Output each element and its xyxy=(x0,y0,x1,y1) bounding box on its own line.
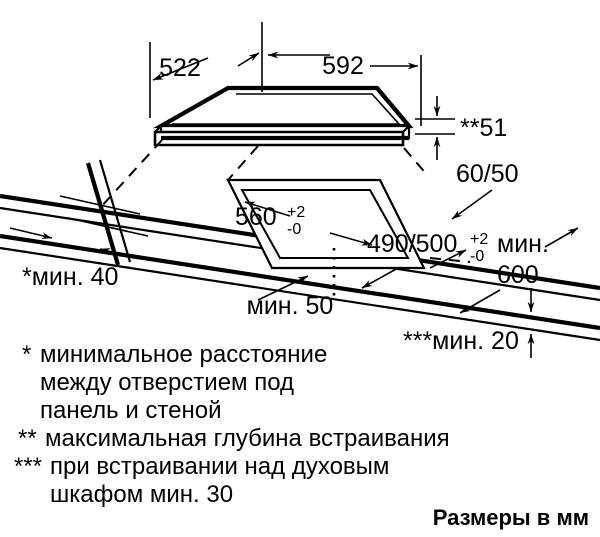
footnote-1-line-2: между отверстием под xyxy=(40,369,294,396)
cooktop-body xyxy=(153,85,414,147)
dim-line-490-up xyxy=(429,249,467,269)
leader-min-50 xyxy=(257,275,309,301)
dimension-min-40: *мин. 40 xyxy=(9,159,149,291)
label-min-50: мин. 50 xyxy=(247,292,334,320)
dim-line-522-b xyxy=(237,52,260,67)
footnote-3-marker: *** xyxy=(14,453,42,480)
dim-label-592: 592 xyxy=(322,52,364,80)
footnotes-block: * минимальное расстояние между отверстие… xyxy=(14,341,450,508)
label-min-20: ***мин. 20 xyxy=(403,327,519,355)
dimension-592: 592 xyxy=(267,51,422,126)
footnote-1-line-3: панель и стеной xyxy=(40,397,221,424)
arrow-40-right xyxy=(99,248,137,259)
dim-line-560-right xyxy=(329,232,373,246)
dim-label-51: **51 xyxy=(460,114,507,142)
footnote-2-line-1: максимальная глубина встраивания xyxy=(45,425,450,452)
dimension-51: **51 xyxy=(415,96,507,160)
projection-left-2 xyxy=(227,145,259,181)
arrow-40-left xyxy=(9,227,53,239)
cooktop-right-corner xyxy=(402,125,410,133)
units-note: Размеры в мм xyxy=(433,505,589,530)
leader-min600-down xyxy=(459,289,501,314)
leader-min600-up xyxy=(544,227,579,248)
label-min-600-word: мин. xyxy=(497,230,549,258)
dimension-min-20: ***мин. 20 xyxy=(403,288,535,358)
dimension-min-50: мин. 50 xyxy=(247,248,336,320)
footnote-3-line-1: при встраивании над духовым xyxy=(50,453,389,480)
dim-line-560-left xyxy=(244,201,291,217)
dimension-60-50: 60/50 xyxy=(451,160,519,220)
dimension-min-600: мин. 600 xyxy=(459,227,579,314)
dim-tol-560-upper: +2 xyxy=(287,204,305,221)
cooktop-right-edge-heavy xyxy=(375,86,411,128)
dim-label-522: 522 xyxy=(159,54,201,82)
dim-tol-490-upper: +2 xyxy=(470,231,488,248)
cooktop-left-corner xyxy=(154,125,162,133)
leader-60-50 xyxy=(451,189,493,220)
projection-left xyxy=(99,139,163,209)
footnote-1-line-1: минимальное расстояние xyxy=(40,341,327,368)
dim-tol-490-lower: -0 xyxy=(470,248,484,265)
footnote-3-line-2: шкафом мин. 30 xyxy=(50,481,233,508)
dimension-560: 560 +2 -0 xyxy=(235,201,373,246)
projection-right xyxy=(403,147,429,177)
dim-label-560: 560 xyxy=(235,203,277,231)
wall-plane-edge xyxy=(85,162,121,266)
footnote-1-marker: * xyxy=(22,341,31,368)
worktop-front-face-bottom xyxy=(0,246,600,342)
footnote-2-marker: ** xyxy=(18,425,37,452)
dimension-522: 522 xyxy=(149,22,263,118)
dim-tol-560-lower: -0 xyxy=(287,221,301,238)
dimension-490-500: 490/500 +2 -0 xyxy=(361,230,488,289)
projection-right-lower xyxy=(429,257,471,263)
label-min-40: *мин. 40 xyxy=(22,263,118,291)
cooktop-bevel-line xyxy=(172,93,401,125)
dim-label-60-50: 60/50 xyxy=(456,160,519,188)
label-min-600-value: 600 xyxy=(497,261,539,289)
dim-line-522-a xyxy=(152,57,209,81)
dim-label-490-500: 490/500 xyxy=(367,230,457,258)
dim-line-490-down xyxy=(361,267,399,289)
wall-plane-edge-2 xyxy=(98,159,132,263)
